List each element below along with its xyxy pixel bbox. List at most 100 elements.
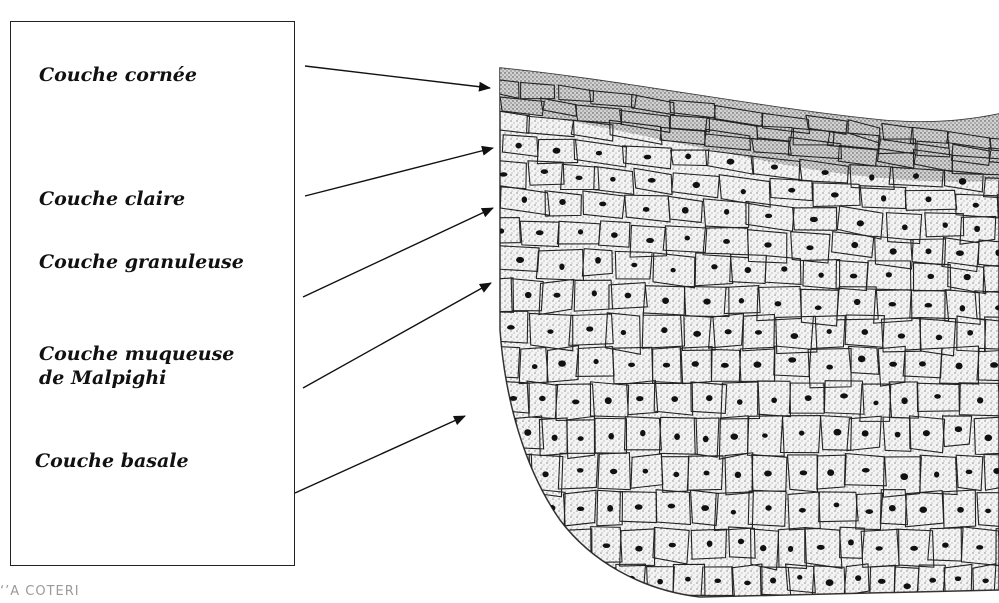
cell-nucleus	[547, 329, 553, 334]
cell-nucleus	[741, 189, 746, 194]
cell-nucleus	[515, 143, 521, 149]
cell-nucleus	[706, 395, 712, 401]
cell-nucleus	[635, 546, 642, 552]
cell-nucleus	[827, 329, 832, 334]
cell-nucleus	[902, 224, 908, 230]
cell-nucleus	[869, 174, 874, 180]
cell-nucleus	[873, 401, 878, 406]
cell-nucleus	[737, 399, 743, 404]
cell-nucleus	[810, 217, 818, 222]
arrow-granuleuse	[303, 208, 493, 297]
cell-nucleus	[592, 290, 597, 296]
cell-nucleus	[818, 273, 823, 278]
cell-nucleus	[834, 503, 840, 508]
arrows	[295, 66, 493, 493]
cell-nucleus	[522, 196, 527, 202]
cell-nucleus	[936, 335, 943, 340]
cell-nucleus	[538, 543, 546, 548]
cell-nucleus	[831, 192, 839, 197]
arrow-cornee	[305, 66, 490, 88]
cell-nucleus	[765, 214, 772, 218]
cell-nucleus	[724, 209, 729, 215]
cell-nucleus	[881, 195, 886, 201]
cell-nucleus	[577, 468, 583, 473]
cell-nucleus	[635, 504, 643, 509]
cell-nucleus	[500, 172, 508, 176]
cell-nucleus	[850, 274, 857, 279]
cell-nucleus	[966, 470, 973, 475]
cell-nucleus	[703, 299, 710, 305]
cell-nucleus	[985, 435, 993, 442]
cell-nucleus	[889, 362, 897, 367]
cell	[478, 417, 518, 454]
cell-nucleus	[682, 207, 689, 214]
cell-nucleus	[559, 264, 564, 270]
cell-nucleus	[771, 398, 777, 403]
cell-nucleus	[721, 363, 729, 368]
cell-nucleus	[974, 226, 980, 232]
cell-nucleus	[910, 546, 918, 551]
cell-nucleus	[711, 264, 717, 269]
cell-nucleus	[765, 505, 771, 510]
cell-nucleus	[764, 471, 772, 477]
cell-nucleus	[821, 170, 828, 175]
cell-nucleus	[926, 196, 932, 202]
cell-nucleus	[943, 222, 948, 228]
cell	[495, 454, 533, 491]
cell-nucleus	[554, 293, 561, 298]
cell-nucleus	[693, 331, 701, 337]
cell-nucleus	[858, 356, 865, 363]
cell-nucleus	[875, 546, 882, 550]
cell-nucleus	[628, 363, 635, 367]
cell-nucleus	[739, 298, 744, 304]
cell-nucleus	[646, 238, 654, 243]
cell-nucleus	[799, 508, 806, 513]
cell-nucleus	[855, 575, 861, 581]
cell-nucleus	[640, 430, 645, 436]
cell-nucleus	[559, 199, 566, 205]
cell-nucleus	[755, 330, 762, 335]
cell-nucleus	[551, 578, 556, 583]
cell-nucleus	[730, 433, 738, 439]
cell-nucleus	[985, 509, 991, 514]
label-couche-basale: Couche basale	[35, 449, 189, 473]
cell-nucleus	[608, 433, 614, 439]
cell-nucleus	[919, 361, 926, 366]
cell-nucleus	[673, 472, 679, 477]
cell-nucleus	[621, 330, 626, 335]
footer-text: ‘’A COTERI	[0, 584, 80, 599]
cell-nucleus	[878, 579, 886, 584]
cell-nucleus	[857, 220, 864, 226]
cell-nucleus	[578, 436, 584, 441]
cell-nucleus	[934, 394, 941, 399]
cell	[527, 527, 560, 562]
cell-nucleus	[517, 505, 523, 512]
cell-nucleus	[848, 539, 854, 545]
cell-nucleus	[525, 292, 532, 298]
cell-nucleus	[685, 236, 691, 241]
cell-nucleus	[889, 505, 896, 511]
cell-nucleus	[603, 543, 611, 548]
cell-nucleus	[900, 473, 908, 480]
cell-nucleus	[982, 578, 988, 583]
cell-nucleus	[593, 359, 598, 364]
cell-nucleus	[704, 471, 710, 476]
cell-nucleus	[929, 578, 936, 583]
cell-nucleus	[781, 266, 787, 271]
cell-nucleus	[735, 472, 741, 478]
cell-nucleus	[542, 471, 548, 477]
cell-nucleus	[960, 305, 966, 311]
cell-nucleus	[833, 429, 841, 436]
cell-nucleus	[707, 540, 713, 546]
cell-nucleus	[901, 397, 907, 404]
cell-nucleus	[643, 469, 649, 474]
cell-nucleus	[788, 357, 796, 362]
cell-nucleus	[925, 303, 933, 307]
cell	[478, 564, 506, 600]
label-couche-muqueuse-line1: Couche muqueuse	[39, 342, 234, 366]
cell-nucleus	[693, 182, 700, 188]
cell-nucleus	[685, 577, 691, 582]
cell-nucleus	[631, 263, 637, 267]
cell-nucleus	[967, 330, 973, 336]
cell-nucleus	[558, 360, 566, 366]
